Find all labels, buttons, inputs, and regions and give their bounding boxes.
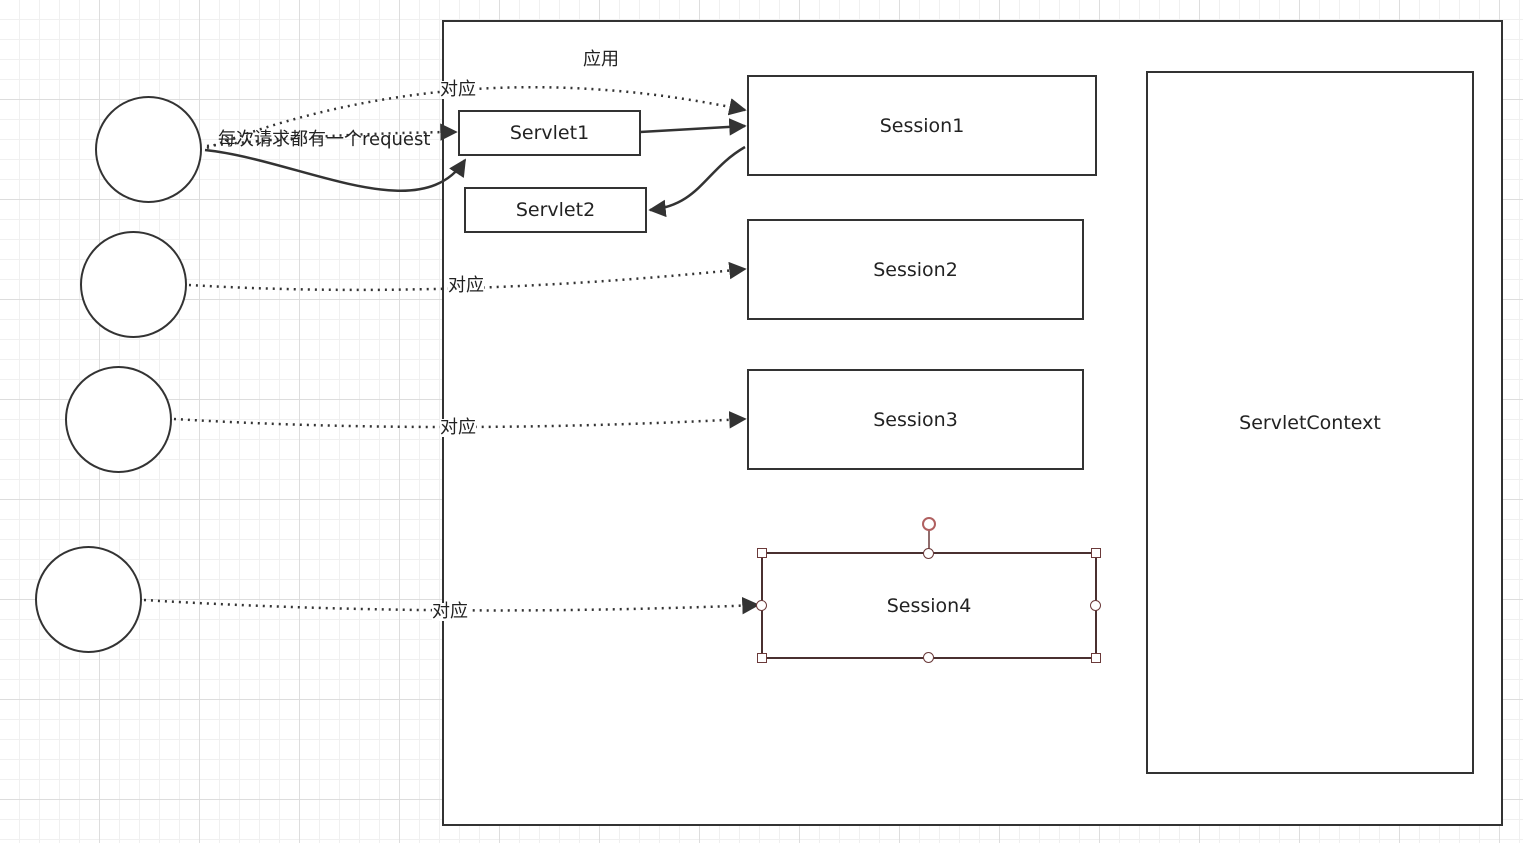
resize-handle-right[interactable] [1090,600,1101,611]
resize-handle-left[interactable] [756,600,767,611]
session-node-4[interactable]: Session4 [761,552,1097,659]
resize-handle-top-right[interactable] [1091,548,1101,558]
servlet-node-2[interactable]: Servlet2 [464,187,647,233]
resize-handle-top-left[interactable] [757,548,767,558]
rotate-handle-icon[interactable] [922,517,936,531]
edge-client1-servlet1-request[interactable] [206,123,458,148]
edge-session1-servlet2[interactable] [648,145,746,218]
edge-label-correspond[interactable]: 对应 [440,79,476,100]
container-label[interactable]: 应用 [583,49,619,70]
servlet-node-1[interactable]: Servlet1 [458,110,641,156]
edge-client1-servlet1[interactable] [204,148,467,192]
resize-handle-top[interactable] [923,548,934,559]
resize-handle-bottom[interactable] [923,652,934,663]
resize-handle-bottom-right[interactable] [1091,653,1101,663]
servlet-context-node[interactable]: ServletContext [1146,71,1474,774]
client-node[interactable] [95,96,202,203]
edge-label-correspond[interactable]: 对应 [440,417,476,438]
edge-client2-session2[interactable] [188,261,747,292]
edge-label-request[interactable]: 每次请求都有一个request [218,129,431,150]
client-node[interactable] [35,546,142,653]
session-node-2[interactable]: Session2 [747,219,1084,320]
client-node[interactable] [80,231,187,338]
resize-handle-bottom-left[interactable] [757,653,767,663]
session-node-3[interactable]: Session3 [747,369,1084,470]
client-node[interactable] [65,366,172,473]
edge-label-correspond[interactable]: 对应 [448,275,484,296]
edge-label-correspond[interactable]: 对应 [432,601,468,622]
edge-servlet1-session1[interactable] [639,118,747,136]
session-node-1[interactable]: Session1 [747,75,1097,176]
